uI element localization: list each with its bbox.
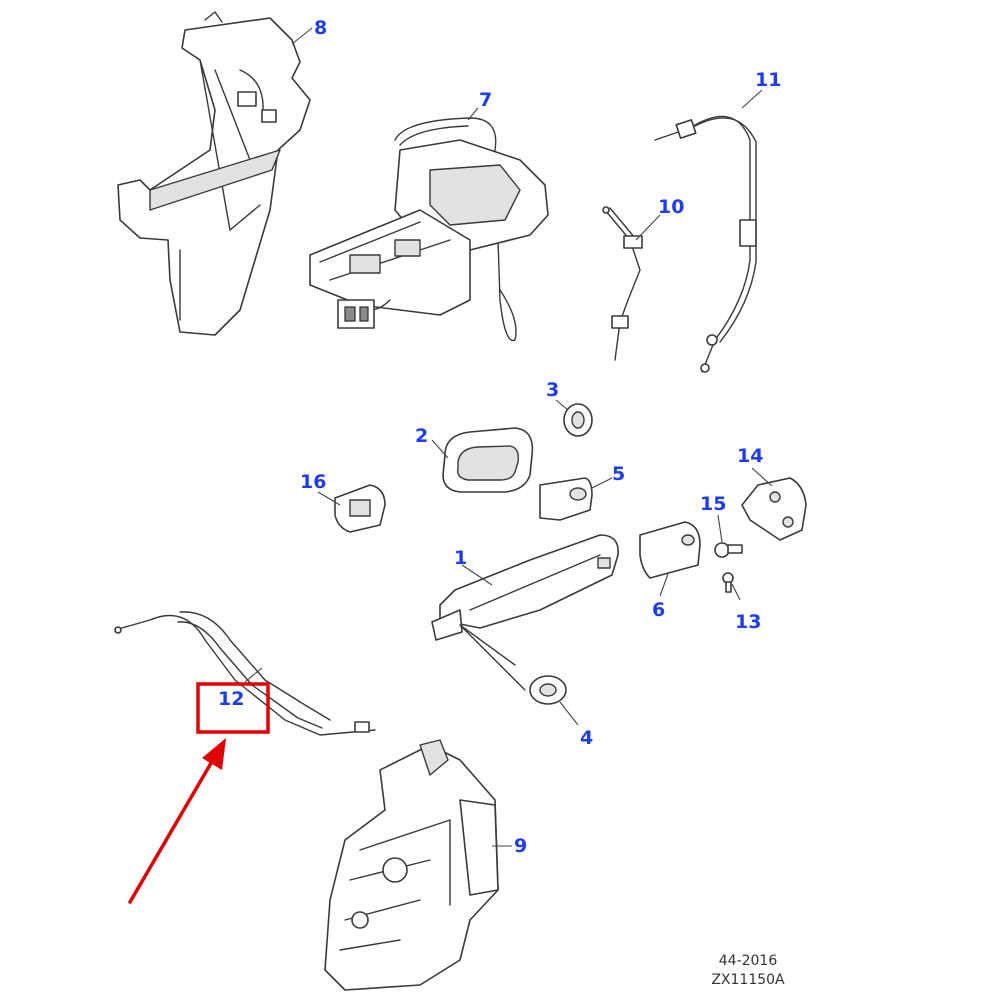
part-10-rod — [602, 206, 643, 361]
callout-6: 6 — [652, 599, 665, 621]
highlight-box — [196, 682, 270, 734]
part-16-seal — [334, 484, 386, 533]
callout-13: 13 — [735, 611, 761, 633]
highlight-arrow-shaft — [128, 756, 216, 904]
part-2-bezel — [442, 427, 534, 493]
part-11-cable — [654, 115, 757, 373]
part-5-housing — [539, 477, 593, 521]
part-14-striker — [741, 477, 807, 541]
callout-14: 14 — [737, 445, 763, 467]
highlight-annotation — [128, 682, 270, 904]
part-7-actuator — [309, 117, 549, 342]
highlight-arrow-head — [202, 738, 226, 770]
callout-1: 1 — [454, 547, 467, 569]
footer-date-code: 44-2016 — [718, 953, 778, 969]
callout-8: 8 — [314, 17, 327, 39]
callout-5: 5 — [612, 463, 625, 485]
callout-labels: 8 7 11 10 3 2 5 16 14 15 1 6 13 12 4 9 — [218, 17, 781, 857]
callout-16: 16 — [300, 471, 326, 493]
part-1-handle — [431, 534, 619, 641]
callout-9: 9 — [514, 835, 527, 857]
callout-15: 15 — [700, 493, 726, 515]
part-9-latch — [324, 739, 499, 991]
part-13-screw — [722, 572, 734, 593]
callout-4: 4 — [580, 727, 593, 749]
callout-2: 2 — [415, 425, 428, 447]
part-4-clip — [459, 624, 567, 705]
footer-drawing-ref: ZX11150A — [711, 972, 785, 988]
callout-12: 12 — [218, 688, 244, 710]
callout-3: 3 — [546, 379, 559, 401]
callout-7: 7 — [479, 89, 492, 111]
part-3-grommet — [563, 403, 593, 437]
callout-10: 10 — [658, 196, 684, 218]
callout-11: 11 — [755, 69, 781, 91]
leader-lines — [244, 27, 773, 847]
part-15-bolt — [714, 542, 743, 558]
part-6-cap — [639, 521, 701, 579]
part-12-cable — [114, 611, 376, 736]
part-8-bracket — [117, 11, 311, 336]
